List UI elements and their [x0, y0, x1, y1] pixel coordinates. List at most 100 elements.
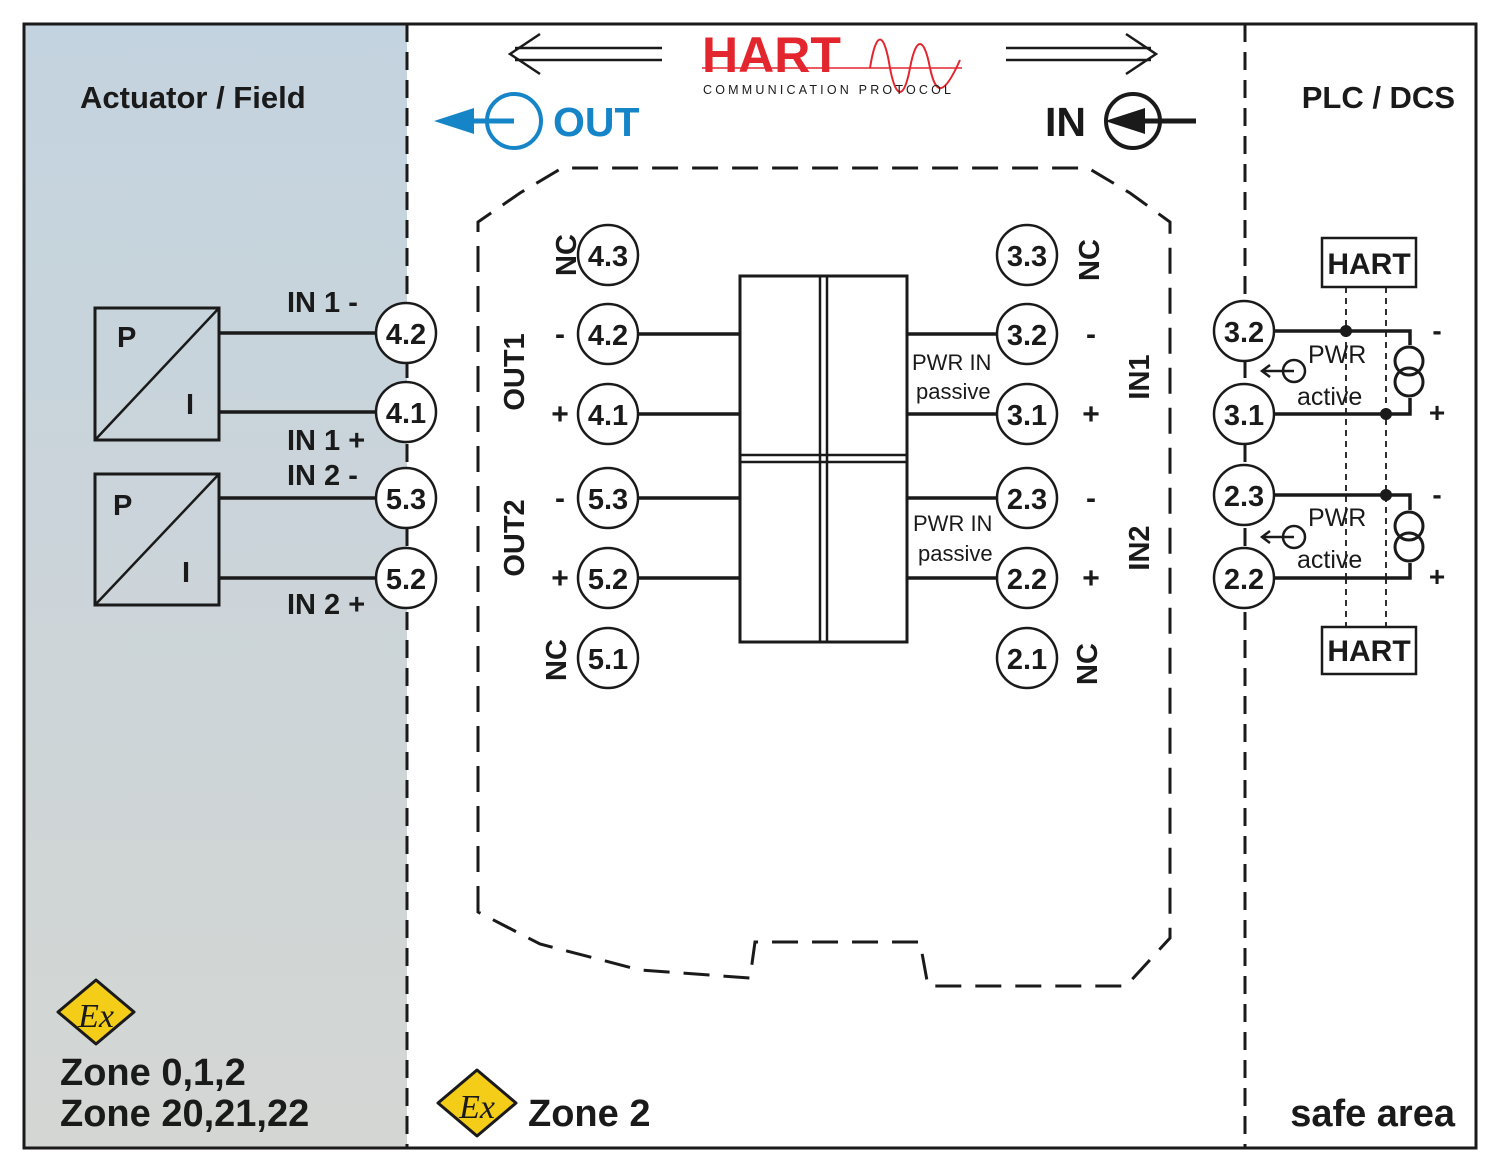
svg-text:5.3: 5.3 [386, 484, 426, 516]
out2-label: OUT2 [499, 499, 531, 576]
field-zones-line2: Zone 20,21,22 [60, 1093, 309, 1135]
svg-text:4.2: 4.2 [386, 319, 426, 351]
polarity-minus-label: - [555, 318, 565, 351]
svg-text:2.3: 2.3 [1007, 484, 1047, 516]
pi-converter-1-box [93, 306, 221, 442]
plc-terminal: 2.2 [1212, 546, 1276, 610]
plc-zone-title: PLC / DCS [1302, 80, 1455, 115]
out-label: OUT [553, 99, 640, 145]
plc-loop-2: - + PWR active [1259, 479, 1445, 592]
pwr-in-label-1: PWR IN [912, 350, 991, 375]
svg-text:2.2: 2.2 [1224, 564, 1264, 596]
in1-label: IN1 [1124, 354, 1156, 399]
nc-label: NC [551, 234, 583, 276]
field-label-in1-minus: IN 1 - [287, 287, 358, 319]
pi-converter-1-i: I [186, 389, 194, 421]
polarity-minus-label: - [1432, 315, 1441, 346]
svg-text:5.3: 5.3 [588, 484, 628, 516]
hart-subtitle: COMMUNICATION PROTOCOL [703, 83, 954, 97]
pwr-label: PWR [1308, 504, 1366, 532]
polarity-plus-label: + [1082, 398, 1100, 431]
field-zone-title: Actuator / Field [80, 80, 306, 115]
ex-symbol-text: Ex [458, 1089, 495, 1126]
safe-area-label: safe area [1290, 1093, 1456, 1135]
module-terminal-right: 3.1 [995, 382, 1059, 446]
module-terminal-right: 2.3 [995, 466, 1059, 530]
module-terminal-left: 4.2 [576, 302, 640, 366]
active-label: active [1297, 383, 1362, 411]
pwr-label: PWR [1308, 341, 1366, 369]
field-zone-background [24, 24, 407, 1148]
current-source-icon [1393, 510, 1425, 542]
hart-box-bottom: HART [1320, 625, 1418, 676]
svg-text:3.3: 3.3 [1007, 241, 1047, 273]
plc-terminal: 3.2 [1212, 299, 1276, 363]
hart-box-top: HART [1320, 236, 1418, 289]
plc-terminal: 3.1 [1212, 382, 1276, 446]
svg-text:3.2: 3.2 [1224, 317, 1264, 349]
svg-text:3.2: 3.2 [1007, 320, 1047, 352]
polarity-plus-label: + [1082, 562, 1100, 595]
in2-label: IN2 [1124, 525, 1156, 570]
polarity-minus-label: - [1086, 318, 1096, 351]
svg-text:5.2: 5.2 [386, 564, 426, 596]
module-housing-outline [476, 166, 1172, 988]
ex-symbol-middle: Ex [436, 1068, 518, 1138]
middle-zone-label: Zone 2 [528, 1093, 650, 1135]
pi-converter-2-diagonal [94, 473, 220, 606]
svg-text:5.2: 5.2 [588, 564, 628, 596]
plc-terminal: 2.3 [1212, 463, 1276, 527]
passive-label-2: passive [918, 541, 993, 566]
in-label: IN [1045, 99, 1086, 145]
polarity-plus-label: + [551, 398, 569, 431]
svg-text:2.2: 2.2 [1007, 564, 1047, 596]
field-zones-line1: Zone 0,1,2 [60, 1052, 246, 1094]
out1-label: OUT1 [499, 333, 531, 410]
isolation-block [738, 274, 909, 644]
svg-text:5.1: 5.1 [588, 644, 628, 676]
in-direction-indicator: IN [1045, 92, 1196, 150]
pi-converter-1: P I [93, 306, 221, 442]
hart-logo: HART COMMUNICATION PROTOCOL [702, 27, 962, 97]
field-terminal: 5.3 [374, 466, 438, 530]
module-terminal-right: 2.1 [995, 626, 1059, 690]
field-label-in2-plus: IN 2 + [287, 589, 365, 621]
svg-text:3.1: 3.1 [1224, 400, 1264, 432]
outer-border [22, 22, 1478, 1150]
pi-converter-2: P I [93, 472, 221, 607]
pi-converter-2-p: P [113, 490, 132, 522]
module-terminal-right: 2.2 [995, 546, 1059, 610]
module-terminal-left: 4.1 [576, 382, 640, 446]
passive-label-1: passive [916, 379, 991, 404]
field-terminal: 4.1 [374, 380, 438, 444]
pi-converter-2-box [93, 472, 221, 607]
module-terminal-right: 3.3 [995, 223, 1059, 287]
hart-brand: HART [702, 27, 841, 83]
module-terminal-left: 4.3 [576, 223, 640, 287]
out-arrow-icon [434, 108, 474, 134]
nc-label: NC [1074, 239, 1106, 281]
ex-hazard-icon [56, 978, 136, 1046]
in-arrow-icon [1105, 108, 1145, 134]
svg-text:4.3: 4.3 [588, 241, 628, 273]
plc-loop-1: - + PWR active [1259, 315, 1445, 428]
polarity-minus-label: - [1432, 479, 1441, 510]
module-terminal-left: 5.2 [576, 546, 640, 610]
svg-text:4.1: 4.1 [386, 398, 426, 430]
ex-symbol-field: Ex [56, 978, 136, 1046]
polarity-minus-label: - [555, 482, 565, 515]
svg-text:2.3: 2.3 [1224, 481, 1264, 513]
active-label: active [1297, 546, 1362, 574]
polarity-plus-label: + [1429, 397, 1445, 428]
field-terminal: 5.2 [374, 546, 438, 610]
svg-text:2.1: 2.1 [1007, 644, 1047, 676]
double-arrow-left-icon [507, 32, 662, 76]
double-arrow-right-icon [1006, 32, 1159, 76]
field-terminal: 4.2 [374, 301, 438, 365]
nc-label: NC [1072, 643, 1104, 685]
ex-symbol-text: Ex [77, 998, 114, 1035]
nc-label: NC [541, 639, 573, 681]
module-terminal-left: 5.1 [576, 626, 640, 690]
polarity-minus-label: - [1086, 482, 1096, 515]
